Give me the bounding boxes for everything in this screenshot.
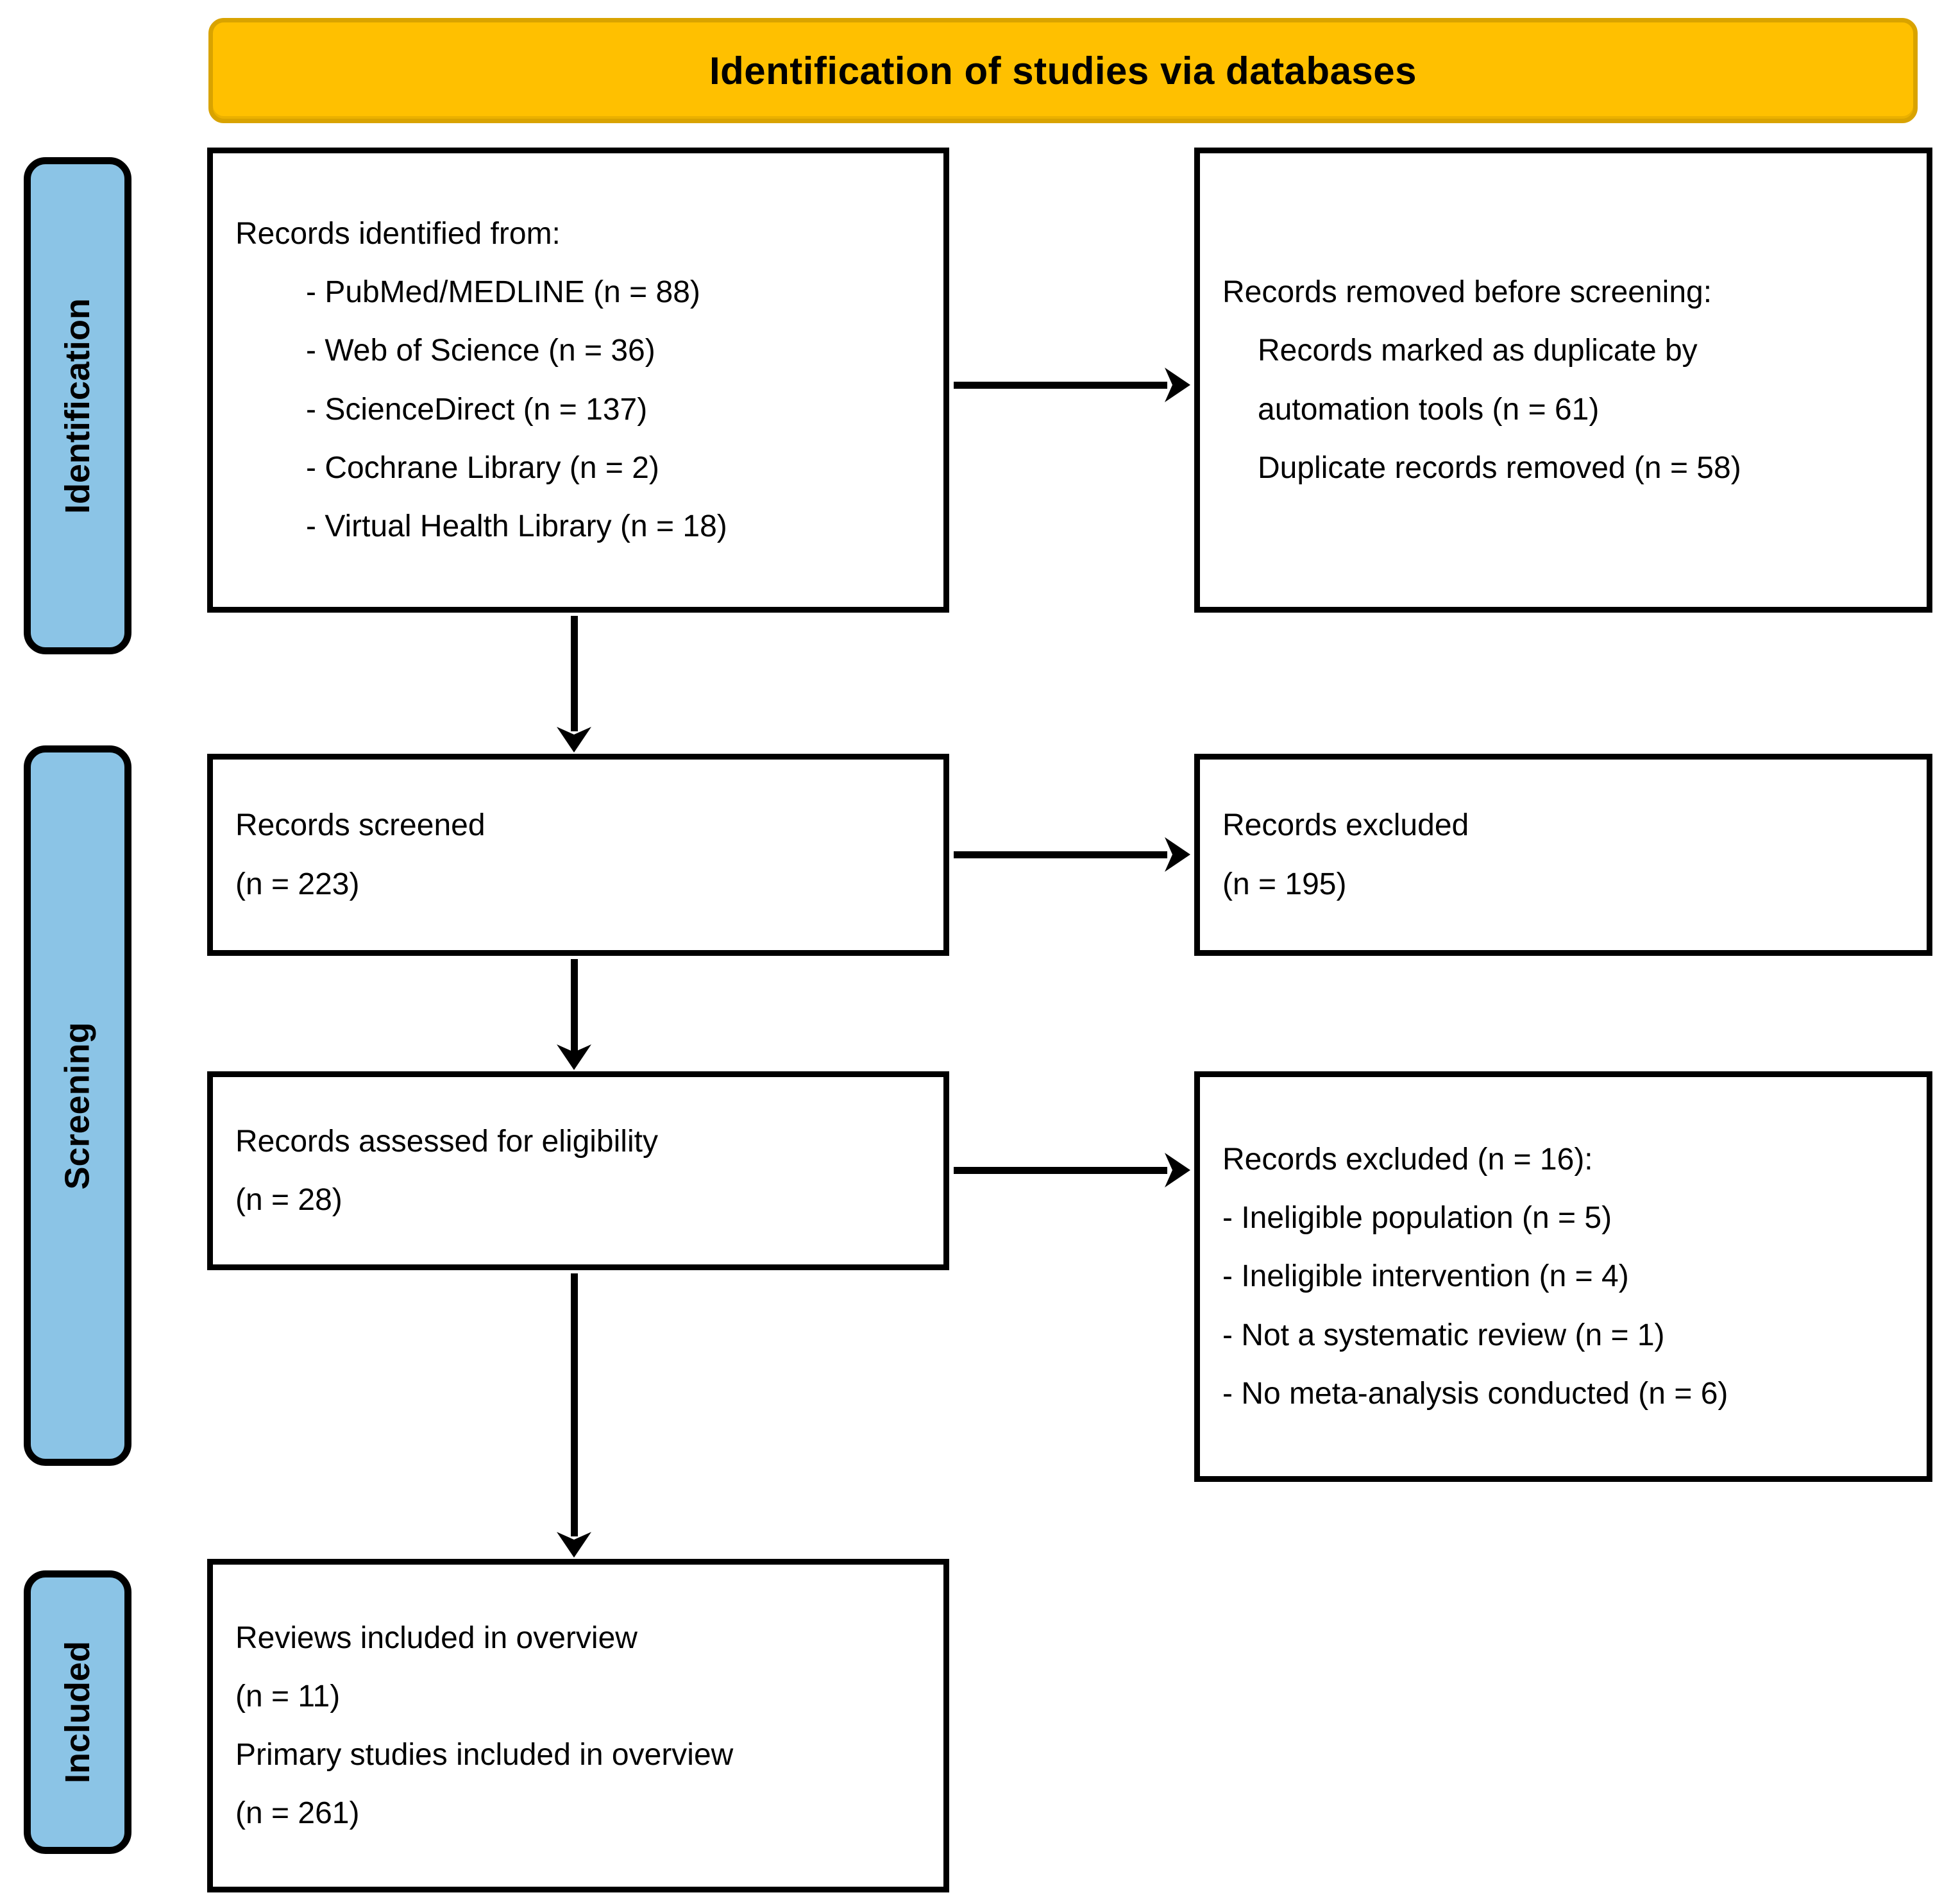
arrow-down-icon: [557, 1532, 591, 1558]
arrow-down-icon: [557, 1044, 591, 1070]
primary-studies-count: (n = 261): [235, 1796, 360, 1831]
records-excluded-line: Records excluded: [1222, 808, 1469, 843]
box-records-identified: Records identified from: - PubMed/MEDLIN…: [207, 148, 949, 613]
stage-screening: Screening: [24, 745, 131, 1466]
stage-identification: Identification: [24, 157, 131, 654]
records-excluded-eligibility-item: - No meta-analysis conducted (n = 6): [1222, 1376, 1728, 1411]
reviews-included-count: (n = 11): [235, 1679, 341, 1713]
diagram-title-banner: Identification of studies via databases: [208, 18, 1918, 123]
arrow-right-icon: [1165, 837, 1190, 872]
records-assessed-line: Records assessed for eligibility: [235, 1124, 658, 1159]
records-identified-item: - ScienceDirect (n = 137): [306, 392, 648, 427]
box-records-excluded-screening: Records excluded (n = 195): [1194, 754, 1932, 956]
box-records-excluded-eligibility: Records excluded (n = 16): - Ineligible …: [1194, 1071, 1932, 1482]
arrow-assessed-to-excluded-shaft: [954, 1167, 1167, 1174]
records-identified-item: - Virtual Health Library (n = 18): [306, 509, 727, 543]
box-records-removed: Records removed before screening: Record…: [1194, 148, 1932, 613]
records-screened-count: (n = 223): [235, 867, 360, 901]
records-excluded-eligibility-intro: Records excluded (n = 16):: [1222, 1143, 1593, 1177]
arrow-identified-to-screened-shaft: [571, 616, 578, 731]
records-identified-item: - PubMed/MEDLINE (n = 88): [306, 275, 700, 310]
box-records-assessed: Records assessed for eligibility (n = 28…: [207, 1071, 949, 1270]
stage-included: Included: [24, 1570, 131, 1854]
records-excluded-eligibility-item: - Ineligible intervention (n = 4): [1222, 1259, 1629, 1294]
arrow-screened-to-excluded-shaft: [954, 851, 1167, 858]
records-assessed-count: (n = 28): [235, 1183, 342, 1217]
arrow-right-icon: [1165, 368, 1190, 402]
records-excluded-eligibility-item: - Ineligible population (n = 5): [1222, 1201, 1612, 1236]
arrow-identified-to-removed-shaft: [954, 382, 1167, 389]
records-excluded-count: (n = 195): [1222, 867, 1347, 901]
box-records-screened: Records screened (n = 223): [207, 754, 949, 956]
arrow-right-icon: [1165, 1153, 1190, 1187]
reviews-included-line: Reviews included in overview: [235, 1620, 638, 1655]
records-screened-line: Records screened: [235, 808, 486, 843]
stage-included-label: Included: [58, 1640, 97, 1784]
records-identified-item: - Cochrane Library (n = 2): [306, 450, 659, 485]
stage-identification-label: Identification: [58, 298, 97, 514]
records-removed-intro: Records removed before screening:: [1222, 275, 1712, 310]
box-reviews-included: Reviews included in overview (n = 11) Pr…: [207, 1559, 949, 1892]
arrow-down-icon: [557, 727, 591, 752]
records-identified-intro: Records identified from:: [235, 216, 561, 251]
arrow-screened-to-assessed-shaft: [571, 959, 578, 1052]
stage-screening-label: Screening: [58, 1021, 97, 1190]
records-removed-item: Duplicate records removed (n = 58): [1258, 450, 1741, 485]
diagram-title: Identification of studies via databases: [709, 49, 1417, 92]
records-removed-item: Records marked as duplicate by automatio…: [1258, 334, 1698, 427]
records-excluded-eligibility-item: - Not a systematic review (n = 1): [1222, 1318, 1665, 1352]
arrow-assessed-to-included-shaft: [571, 1273, 578, 1536]
primary-studies-line: Primary studies included in overview: [235, 1738, 734, 1772]
records-identified-item: - Web of Science (n = 36): [306, 334, 655, 368]
